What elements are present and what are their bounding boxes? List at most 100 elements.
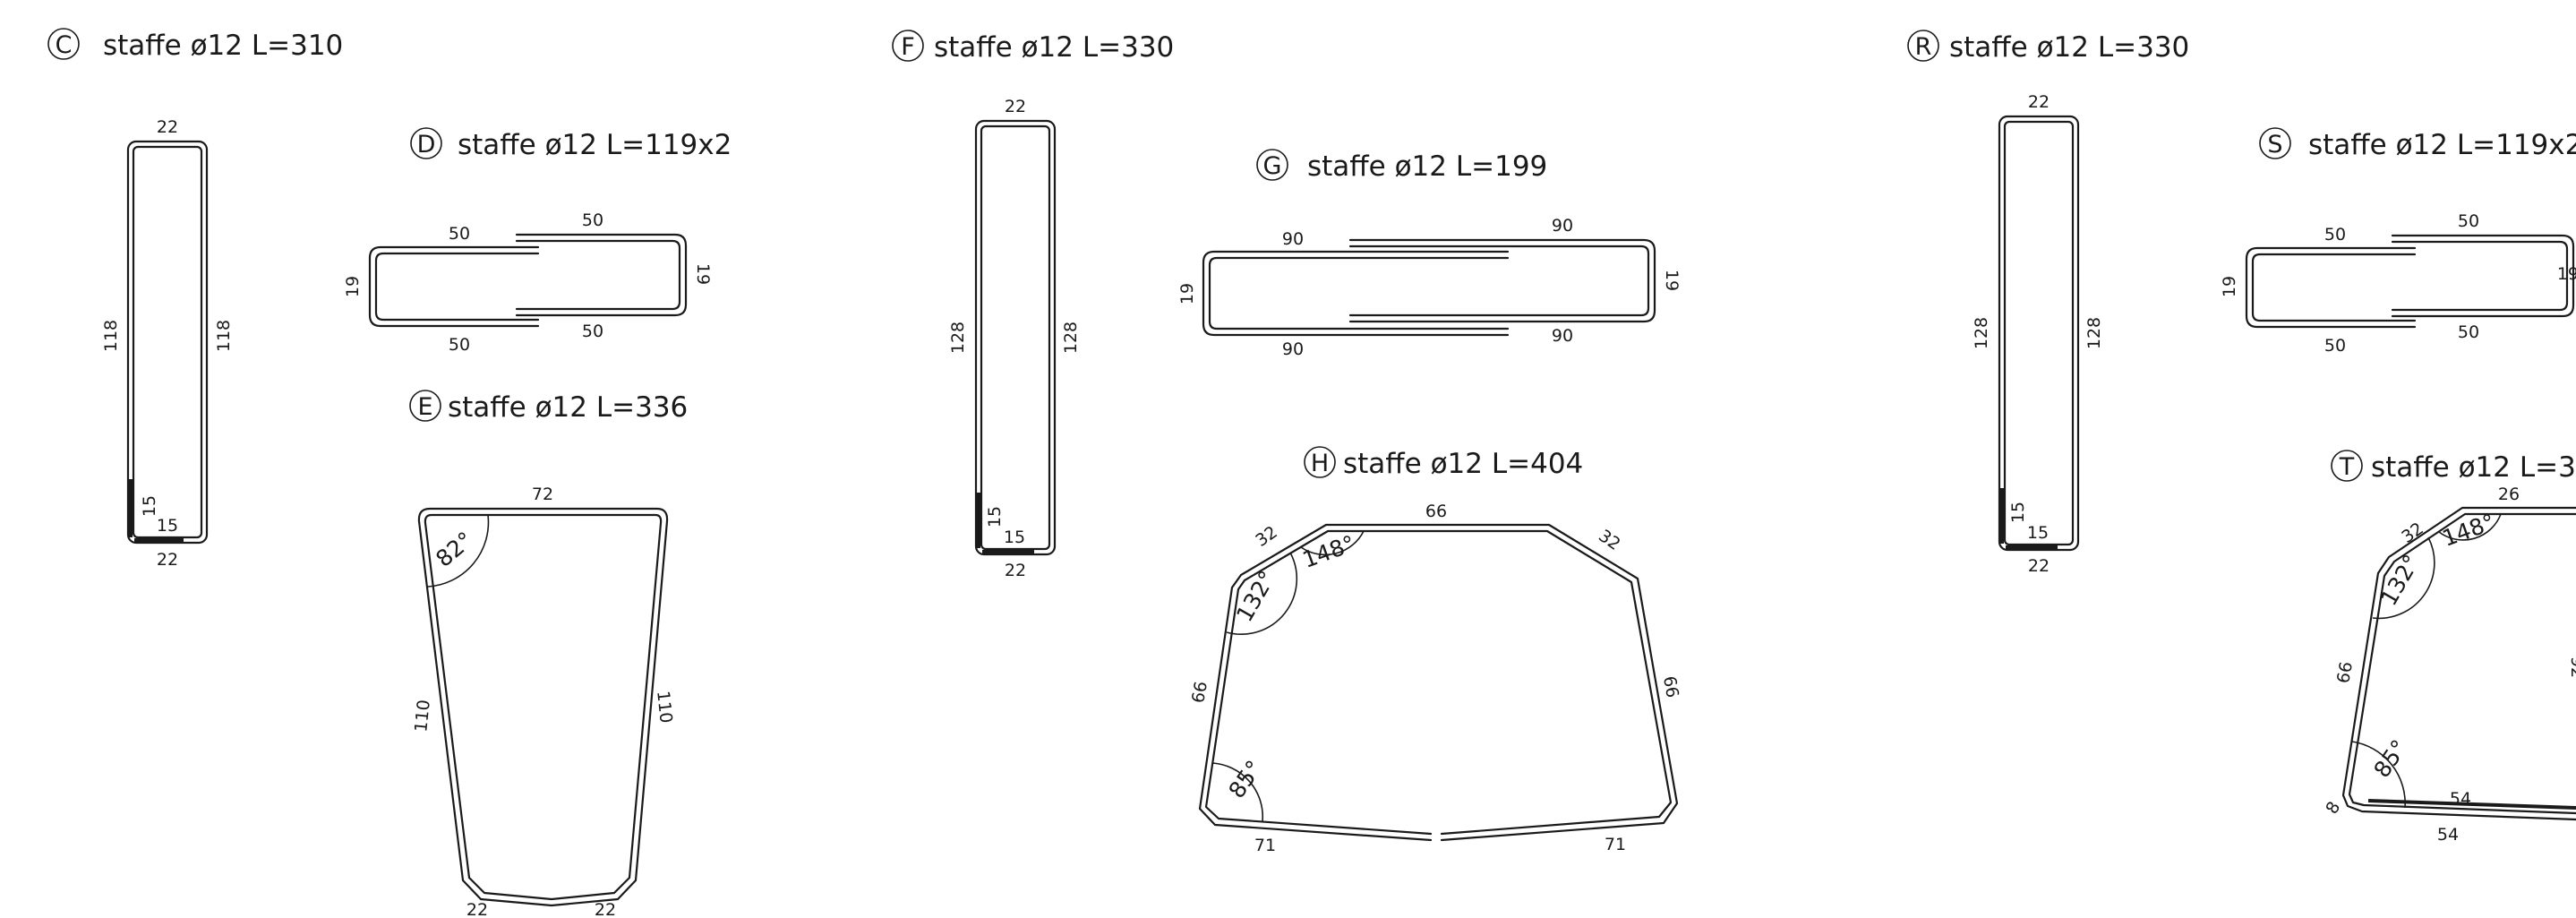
dim-g-bottom-right: 90 — [1552, 326, 1573, 346]
label-tag-t: T — [2339, 453, 2355, 481]
label-tag-h: H — [1311, 450, 1329, 477]
dim-s-bottom-left: 50 — [2324, 336, 2346, 356]
angle-arc-t-3 — [2351, 741, 2406, 809]
angle-arc-h-1 — [1300, 530, 1365, 556]
angle-arc-e — [427, 514, 490, 588]
bar-outline-c — [126, 140, 209, 545]
dim-t-hook: 8 — [2322, 798, 2344, 817]
title-s: staffe ø12 L=119x2 — [2308, 129, 2576, 161]
dim-s-bottom-right: 50 — [2458, 322, 2479, 342]
dim-g-bottom-left: 90 — [1282, 339, 1304, 359]
angle-h-1: 148° — [1299, 530, 1359, 573]
bar-left-u-d — [368, 245, 540, 328]
dim-h-bottom-right: 71 — [1605, 835, 1626, 854]
angle-arc-h-3 — [1211, 762, 1264, 822]
label-tag-e: E — [417, 393, 432, 421]
dim-e-top: 72 — [532, 485, 553, 504]
dim-c-right: 118 — [214, 320, 234, 352]
dim-c-hook-v: 15 — [140, 495, 159, 517]
bar-outline-r — [1998, 115, 2080, 552]
angle-t-3: 85° — [2368, 735, 2412, 783]
title-t: staffe ø12 L=33 — [2371, 451, 2576, 484]
dim-e-bottom-right: 22 — [595, 900, 616, 918]
label-circle-t — [2331, 450, 2363, 482]
dim-g-top-right: 90 — [1552, 216, 1573, 236]
dim-d-bottom-right: 50 — [582, 322, 603, 341]
dim-r-bottom: 22 — [2028, 556, 2050, 576]
label-circle-d — [410, 127, 442, 159]
label-tag-f: F — [901, 33, 915, 61]
dim-r-top: 22 — [2028, 92, 2050, 112]
dim-h-diag-right: 32 — [1595, 526, 1623, 554]
stirrup-h: H staffe ø12 L=404 148° 132° 85° 66 32 3… — [1188, 446, 1682, 855]
title-c: staffe ø12 L=310 — [103, 30, 343, 62]
bar-right-u-g — [1348, 238, 1656, 323]
label-circle-h — [1304, 446, 1336, 478]
dim-d-top-right: 50 — [582, 210, 603, 230]
stirrup-f: F staffe ø12 L=330 22 22 128 128 15 15 — [892, 30, 1174, 580]
label-circle-c — [47, 28, 80, 60]
angle-arc-t-2 — [2372, 536, 2435, 620]
dim-r-hook-h: 15 — [2027, 523, 2049, 543]
label-circle-s — [2259, 127, 2291, 159]
label-circle-e — [409, 390, 441, 422]
label-tag-c: C — [56, 31, 73, 59]
angle-h-2: 132° — [1231, 566, 1280, 626]
dim-t-top: 26 — [2498, 485, 2520, 504]
dim-e-bottom-left: 22 — [466, 900, 488, 918]
dim-d-top-left: 50 — [449, 224, 470, 244]
stirrup-c: C staffe ø12 L=310 22 22 118 118 15 15 — [47, 28, 343, 570]
dim-h-top: 66 — [1425, 502, 1447, 521]
stirrup-s: S staffe ø12 L=119x2 50 50 50 50 19 19 — [2220, 127, 2576, 356]
stirrup-e: E staffe ø12 L=336 82° 72 110 110 22 22 — [409, 390, 688, 918]
dim-e-left: 110 — [411, 699, 434, 733]
label-tag-s: S — [2267, 131, 2282, 159]
dim-f-hook-h: 15 — [1004, 528, 1025, 547]
dim-r-left: 128 — [1972, 317, 1991, 349]
bar-right-u-s — [2391, 234, 2575, 318]
dim-t-left: 66 — [2333, 660, 2357, 685]
dim-d-bottom-left: 50 — [449, 335, 470, 355]
stirrup-t: T staffe ø12 L=33 148° 132° 85° 26 32 66… — [2322, 450, 2576, 845]
dim-f-left: 128 — [948, 322, 968, 354]
angle-t-1: 148° — [2439, 509, 2499, 552]
dim-s-right: 19 — [2557, 264, 2576, 284]
angle-h-3: 85° — [1223, 756, 1267, 803]
dim-f-right: 128 — [1061, 322, 1081, 354]
dim-g-left: 19 — [1177, 283, 1197, 305]
dim-s-top-right: 50 — [2458, 211, 2479, 231]
bar-outline-e — [417, 507, 669, 907]
dim-d-left: 19 — [343, 276, 363, 297]
label-tag-d: D — [417, 131, 436, 159]
title-f: staffe ø12 L=330 — [934, 31, 1174, 64]
angle-arc-t-1 — [2438, 513, 2502, 541]
dim-c-top: 22 — [157, 117, 178, 137]
title-e: staffe ø12 L=336 — [448, 391, 688, 424]
bar-right-u-d — [515, 233, 688, 317]
dim-r-right: 128 — [2084, 317, 2104, 349]
stirrup-d: D staffe ø12 L=119x2 50 50 50 50 19 19 — [343, 127, 732, 355]
dim-r-hook-v: 15 — [2008, 502, 2028, 523]
bar-outline-h — [1198, 523, 1679, 842]
dim-c-bottom: 22 — [157, 550, 178, 570]
stirrup-r: R staffe ø12 L=330 22 22 128 128 15 15 — [1907, 30, 2189, 576]
bar-left-u-s — [2245, 246, 2417, 329]
dim-t-bottom-inner: 54 — [2450, 789, 2471, 809]
dim-f-bottom: 22 — [1005, 561, 1026, 580]
dim-h-left: 66 — [1188, 680, 1211, 705]
dim-s-top-left: 50 — [2324, 225, 2346, 245]
title-d: staffe ø12 L=119x2 — [458, 129, 732, 161]
dim-e-right: 110 — [653, 690, 676, 724]
label-tag-g: G — [1263, 152, 1282, 180]
title-r: staffe ø12 L=330 — [1949, 31, 2189, 64]
stirrup-g: G staffe ø12 L=199 90 90 90 90 19 19 — [1177, 149, 1682, 359]
label-circle-r — [1907, 30, 1939, 62]
dim-f-top: 22 — [1005, 97, 1026, 116]
hook-t — [2367, 799, 2576, 810]
dim-c-left: 118 — [101, 320, 121, 352]
dim-g-right: 19 — [1662, 270, 1682, 291]
dim-h-diag-left: 32 — [1252, 522, 1280, 551]
dim-h-right: 66 — [1659, 674, 1682, 699]
dim-f-hook-v: 15 — [985, 506, 1005, 528]
